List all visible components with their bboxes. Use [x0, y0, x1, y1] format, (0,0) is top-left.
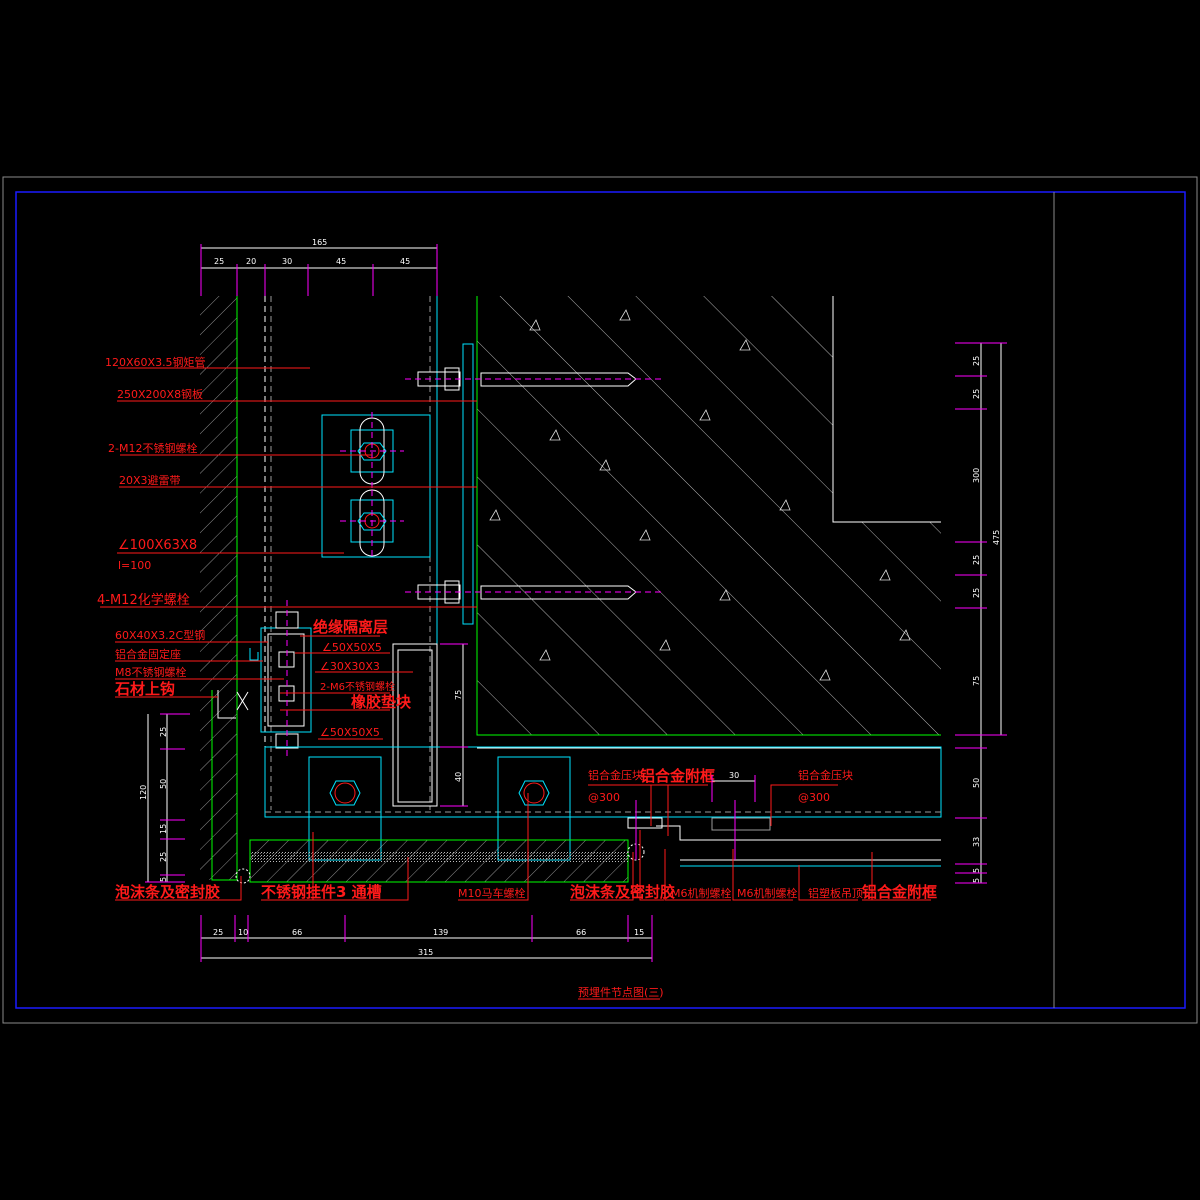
bottom-dimensions: 25 10 66 139 66 15 315	[200, 915, 653, 962]
label-length: l=100	[118, 559, 151, 572]
left-dimensions: 120 25 50 15 25 5	[139, 713, 190, 883]
label-c-channel: 60X40X3.2C型钢	[115, 628, 205, 642]
dim-right: 25	[972, 389, 981, 399]
label-stone-hook: 石材上钩	[114, 680, 175, 698]
label-foam-sealant-left: 泡沫条及密封胶	[115, 883, 220, 901]
label-insulation-layer: 绝缘隔离层	[313, 618, 388, 636]
angle-steel-50x50	[392, 643, 438, 807]
label-foam-sealant-right: 泡沫条及密封胶	[570, 883, 675, 901]
dim-top: 30	[282, 257, 292, 266]
dim-left: 15	[159, 824, 168, 834]
dim-right: 300	[972, 468, 981, 483]
label-angle-50x50-top: ∠50X50X5	[322, 641, 382, 654]
dim-left: 25	[159, 727, 168, 737]
dim-bottom: 25	[213, 928, 223, 937]
label-m6-machine-bolt-2: M6机制螺栓	[737, 886, 798, 900]
label-spacing-right: @300	[798, 791, 830, 804]
dim-right: 25	[972, 588, 981, 598]
label-aluminum-frame-top: 铝合金附框	[640, 767, 715, 785]
dim-right: 25	[972, 555, 981, 565]
dim-top: 45	[400, 257, 410, 266]
dim-bottom: 66	[576, 928, 586, 937]
embedded-plate	[321, 343, 474, 625]
dim-right: 5	[972, 878, 981, 883]
label-m6-machine-bolt-1: M6机制螺栓	[671, 886, 732, 900]
dim-bottom: 139	[433, 928, 448, 937]
stone-cladding	[200, 296, 238, 881]
label-angle-50x50-bottom: ∠50X50X5	[320, 726, 380, 739]
label-m12-bolt: 2-M12不锈钢螺栓	[108, 441, 197, 455]
label-stainless-hanger: 不锈钢挂件3 通槽	[261, 883, 382, 901]
label-lightning-strip: 20X3避雷带	[119, 473, 181, 487]
label-aluminum-frame-bottom: 铝合金附框	[862, 883, 937, 901]
dim-left-total: 120	[139, 785, 148, 800]
label-angle-30x30: ∠30X30X3	[320, 660, 380, 673]
dim-top: 25	[214, 257, 224, 266]
outer-frame	[2, 176, 1198, 1024]
dim-bottom: 15	[634, 928, 644, 937]
soffit-assembly	[235, 746, 942, 884]
leader-lines	[100, 367, 931, 901]
dim-bottom: 66	[292, 928, 302, 937]
dim-bottom-total: 315	[418, 948, 433, 957]
label-m10-carriage-bolt: M10马车螺栓	[458, 886, 526, 900]
label-m8-bolt: M8不锈钢螺栓	[115, 665, 187, 679]
dim-top: 20	[246, 257, 256, 266]
label-aluminum-clamp-left: 铝合金压块	[588, 768, 643, 782]
right-dimensions: 25 25 300 25 25 75 50 33 5 5 475	[955, 342, 1007, 884]
dim-inner-75: 75	[454, 690, 463, 700]
drawing-border	[15, 191, 1186, 1009]
angle-steel-inner	[397, 649, 433, 803]
dim-right: 5	[972, 868, 981, 873]
concrete-slab	[476, 296, 941, 736]
dim-left: 50	[159, 779, 168, 789]
label-chemical-anchor: 4-M12化学螺栓	[97, 592, 190, 608]
label-steel-plate: 250X200X8钢板	[117, 387, 203, 401]
label-angle-100x63: ∠100X63X8	[118, 538, 197, 553]
label-aluminum-base: 铝合金固定座	[115, 647, 181, 661]
dim-right: 50	[972, 778, 981, 788]
dim-top: 45	[336, 257, 346, 266]
label-steel-tube: 120X60X3.5钢矩管	[105, 355, 206, 369]
dim-right: 75	[972, 676, 981, 686]
dim-right: 33	[972, 837, 981, 847]
dim-right-total: 475	[992, 530, 1001, 545]
chemical-anchor-lower	[405, 580, 662, 604]
label-aluminum-ceiling: 铝塑板吊顶	[808, 886, 863, 900]
label-spacing-left: @300	[588, 791, 620, 804]
dim-right: 25	[972, 356, 981, 366]
top-dimensions: 165 25 20 30 45 45	[200, 238, 438, 296]
bolt-slot-upper	[340, 412, 404, 490]
dim-inner-30: 30	[729, 771, 739, 780]
label-aluminum-clamp-right: 铝合金压块	[798, 768, 853, 782]
chemical-anchor-upper	[405, 367, 662, 391]
drawing-title: 预埋件节点图(三)	[578, 986, 664, 999]
dim-left: 5	[159, 877, 168, 882]
label-m6-bolt: 2-M6不锈钢螺栓	[320, 680, 395, 693]
dim-inner-40: 40	[454, 772, 463, 782]
dim-left: 25	[159, 852, 168, 862]
label-rubber-pad: 橡胶垫块	[351, 693, 412, 711]
dim-bottom: 10	[238, 928, 248, 937]
bolt-slot-lower	[340, 489, 404, 560]
inner-dimensions: 75 40 30	[440, 643, 756, 807]
dim-top-total: 165	[312, 238, 327, 247]
stone-hanger-assembly	[217, 600, 312, 760]
